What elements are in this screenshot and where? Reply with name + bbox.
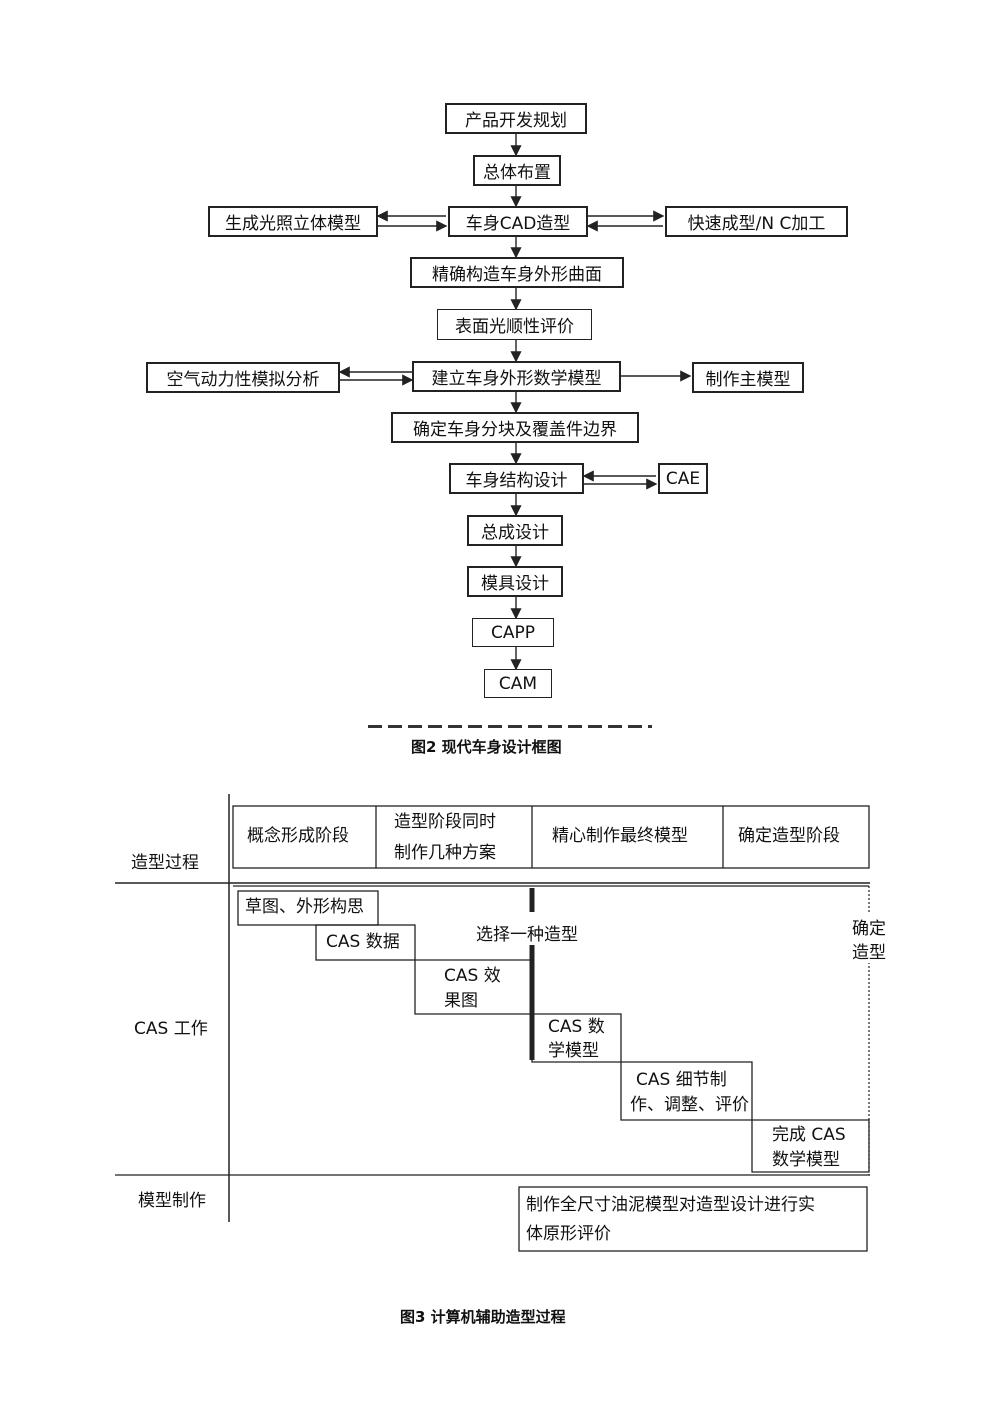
step-cas-math-line1: CAS 数 (548, 1017, 605, 1037)
box-capp: CAPP (472, 618, 554, 647)
stage-concept: 概念形成阶段 (247, 826, 349, 846)
step-cas-detail-line2: 作、调整、评价 (630, 1095, 749, 1115)
row-label-model-making: 模型制作 (138, 1191, 206, 1211)
box-precise-surface: 精确构造车身外形曲面 (410, 257, 624, 288)
box-master-model: 制作主模型 (692, 362, 804, 393)
scan-artifact-line (368, 725, 652, 728)
box-aero-simulation: 空气动力性模拟分析 (146, 362, 340, 393)
box-body-structure: 车身结构设计 (449, 463, 584, 494)
step-cas-detail-line1: CAS 细节制 (636, 1070, 727, 1090)
box-body-cad: 车身CAD造型 (448, 206, 588, 237)
step-complete-line1: 完成 CAS (772, 1125, 846, 1145)
stage-final-model: 精心制作最终模型 (552, 826, 688, 846)
box-panel-boundaries: 确定车身分块及覆盖件边界 (391, 412, 639, 443)
figure-2-caption: 图2 现代车身设计框图 (411, 738, 562, 756)
box-light-model: 生成光照立体模型 (208, 206, 378, 237)
step-sketch: 草图、外形构思 (245, 897, 364, 917)
stage-multi-scheme-line1: 造型阶段同时 (394, 812, 496, 832)
stage-confirm-styling: 确定造型阶段 (738, 826, 840, 846)
box-math-model: 建立车身外形数学模型 (412, 361, 621, 392)
step-cas-effect-line1: CAS 效 (444, 966, 501, 986)
stage-multi-scheme-line2: 制作几种方案 (394, 843, 496, 863)
box-cam: CAM (484, 669, 552, 698)
clay-model-line1: 制作全尺寸油泥模型对造型设计进行实 (526, 1195, 815, 1215)
box-cae: CAE (658, 463, 708, 494)
select-one-styling: 选择一种造型 (476, 920, 578, 945)
figure-3-caption: 图3 计算机辅助造型过程 (400, 1308, 566, 1326)
row-label-cas-work: CAS 工作 (134, 1019, 208, 1039)
box-smoothness-eval: 表面光顺性评价 (437, 309, 592, 340)
box-mold-design: 模具设计 (467, 566, 563, 597)
box-rapid-prototyping: 快速成型/N C加工 (665, 206, 848, 237)
box-assembly-design: 总成设计 (467, 515, 563, 546)
clay-model-line2: 体原形评价 (526, 1224, 611, 1244)
confirm-styling-line1: 确定 (852, 914, 886, 939)
step-cas-math-line2: 学模型 (548, 1041, 599, 1061)
box-product-planning: 产品开发规划 (445, 103, 587, 134)
step-cas-effect-line2: 果图 (444, 991, 478, 1011)
box-overall-layout: 总体布置 (473, 155, 561, 186)
row-label-styling-process: 造型过程 (131, 853, 199, 873)
confirm-styling-line2: 造型 (852, 938, 886, 963)
step-cas-data: CAS 数据 (326, 932, 400, 952)
figure-2-arrows (338, 133, 692, 671)
step-complete-line2: 数学模型 (772, 1150, 840, 1170)
